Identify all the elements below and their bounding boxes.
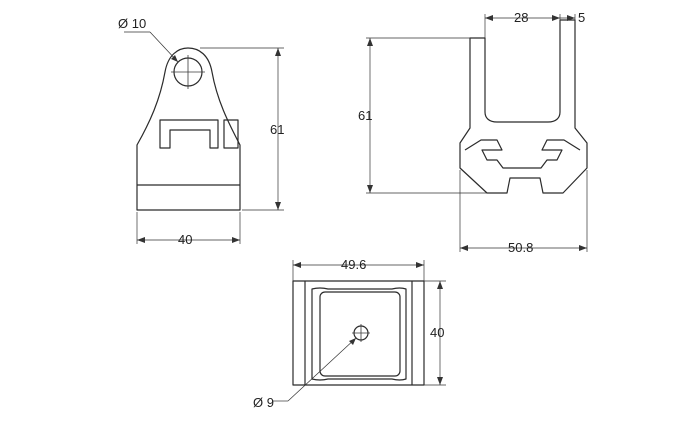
- top-depth-arrow-bottom: [437, 377, 443, 385]
- hole-large-leader-arrow: [171, 55, 178, 62]
- front-view-side-notch: [223, 119, 239, 149]
- side-view-inner-profile: [464, 139, 581, 169]
- side-height-arrow-top: [367, 38, 373, 46]
- top-depth-arrow-top: [437, 281, 443, 289]
- front-height-label: 61: [270, 122, 284, 137]
- top-view-inner-pocket: [319, 291, 401, 377]
- side-width-label: 50.8: [508, 240, 533, 255]
- front-width-arrow-left: [137, 237, 145, 243]
- side-view: [459, 19, 588, 194]
- top-width-label: 49.6: [341, 257, 366, 272]
- side-width-arrow-right: [579, 245, 587, 251]
- side-width-arrow-left: [460, 245, 468, 251]
- side-height-arrow-bottom: [367, 185, 373, 193]
- top-view: [292, 280, 425, 386]
- front-view-dimensions: Ø 10 61 40: [118, 16, 284, 247]
- top-depth-label: 40: [430, 325, 444, 340]
- front-height-arrow-top: [275, 48, 281, 56]
- top-view-recess: [311, 287, 407, 381]
- channel-arrow-left: [485, 15, 493, 21]
- side-view-dimensions: 28 5 61 50.8: [358, 10, 588, 255]
- hole-large-label: Ø 10: [118, 16, 146, 31]
- channel-width-label: 28: [514, 10, 528, 25]
- hole-small-leader-arrow: [349, 338, 356, 345]
- front-height-arrow-bottom: [275, 202, 281, 210]
- top-width-arrow-left: [293, 262, 301, 268]
- front-width-arrow-right: [232, 237, 240, 243]
- top-width-arrow-right: [416, 262, 424, 268]
- side-view-outline: [459, 19, 588, 194]
- front-view: [136, 47, 241, 211]
- top-view-dimensions: 49.6 40 Ø 9: [253, 257, 446, 410]
- side-height-label: 61: [358, 108, 372, 123]
- wall-thickness-label: 5: [578, 10, 585, 25]
- channel-arrow-right: [552, 15, 560, 21]
- hole-small-label: Ø 9: [253, 395, 274, 410]
- hole-small-leader: [287, 337, 357, 402]
- front-view-slot: [159, 119, 219, 149]
- wall-arrow: [567, 15, 575, 21]
- front-view-outline: [136, 47, 241, 211]
- front-width-label: 40: [178, 232, 192, 247]
- top-view-outline: [292, 280, 425, 386]
